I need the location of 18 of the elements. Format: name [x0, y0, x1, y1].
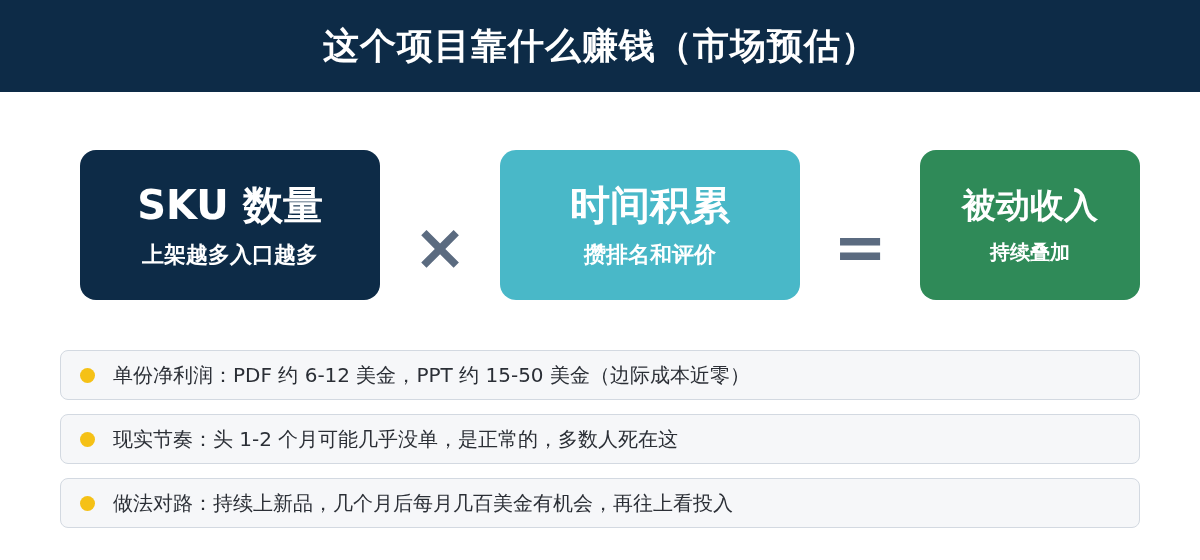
formula-box: [80, 150, 380, 300]
note-row: [60, 350, 1140, 400]
note-row: [60, 478, 1140, 528]
note-text: 现实节奏：头 1-2 个月可能几乎没单，是正常的，多数人死在这: [113, 426, 679, 452]
box-subtitle: 上架越多入口越多: [142, 241, 318, 269]
box-heading: 时间积累: [570, 181, 730, 228]
formula-box: [920, 150, 1140, 300]
times-sign: ×: [413, 215, 467, 279]
box-subtitle: 攒排名和评价: [584, 241, 716, 269]
formula-box: [500, 150, 800, 300]
note-text: 单份净利润：PDF 约 6-12 美金，PPT 约 15-50 美金（边际成本近零）: [113, 362, 750, 388]
note-row: [60, 414, 1140, 464]
box-heading: SKU 数量: [137, 181, 323, 228]
box-subtitle: 持续叠加: [990, 239, 1070, 264]
box-heading: 被动收入: [962, 186, 1098, 226]
equals-sign: =: [833, 215, 887, 279]
page-title: 这个项目靠什么赚钱（市场预估）: [322, 23, 878, 68]
note-text: 做法对路：持续上新品，几个月后每月几百美金有机会，再往上看投入: [113, 490, 733, 516]
